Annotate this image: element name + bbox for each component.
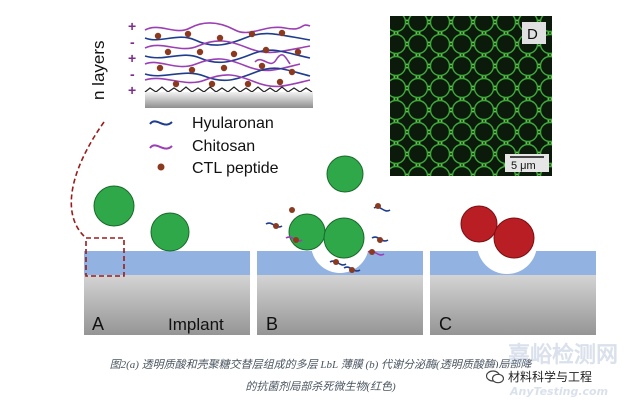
inset-substrate bbox=[145, 92, 313, 108]
micrograph-d: D 5 μm bbox=[390, 16, 552, 176]
panel-b-label: B bbox=[266, 314, 278, 334]
wechat-account-badge: 材料科学与工程 bbox=[484, 368, 595, 385]
ctl-dots bbox=[154, 29, 302, 88]
wechat-icon bbox=[486, 369, 504, 383]
caption-line-1: 图2(a) 透明质酸和壳聚糖交替层组成的多层 LbL 薄膜 (b) 代谢分泌酶(… bbox=[109, 359, 532, 371]
legend-ctl-label: CTL peptide bbox=[192, 160, 279, 177]
green-microbe bbox=[288, 213, 326, 251]
scale-bar-label: 5 μm bbox=[511, 160, 536, 172]
legend-hyaluronan-swatch bbox=[149, 120, 173, 126]
charge-sign: + bbox=[128, 18, 136, 34]
multilayer-inset: + - + - + n layers bbox=[89, 18, 313, 108]
watermark-main: 嘉峪检测网 bbox=[508, 343, 619, 368]
green-microbe bbox=[326, 155, 364, 193]
legend-chitosan-label: Chitosan bbox=[192, 138, 255, 155]
layers-label: n layers bbox=[89, 40, 108, 100]
zoom-connector bbox=[70, 121, 105, 239]
green-microbe bbox=[323, 217, 365, 259]
panel-c-label: C bbox=[439, 314, 452, 334]
panel-d-label: D bbox=[527, 26, 538, 43]
legend: Hyularonan Chitosan CTL peptide bbox=[149, 115, 279, 177]
legend-hyaluronan-label: Hyularonan bbox=[192, 115, 274, 132]
wechat-account-name: 材料科学与工程 bbox=[508, 370, 593, 384]
panel-b: B bbox=[257, 155, 423, 335]
charge-signs: + - + - + bbox=[128, 18, 136, 98]
panel-d-label-box bbox=[522, 22, 546, 44]
watermark-url: AnyTesting.com bbox=[510, 385, 609, 398]
panel-c: C bbox=[430, 205, 596, 335]
caption-line-2: 的抗菌剂局部杀死微生物(红色) bbox=[245, 381, 396, 393]
panel-a-coating bbox=[84, 251, 250, 275]
zoom-box bbox=[85, 237, 125, 277]
released-ctl-dots bbox=[273, 203, 383, 273]
charge-sign: - bbox=[130, 34, 135, 50]
charge-sign: + bbox=[128, 82, 136, 98]
implant-label: Implant bbox=[168, 315, 224, 334]
legend-chitosan-swatch bbox=[149, 144, 173, 150]
green-microbe bbox=[93, 185, 135, 227]
panel-a: A Implant bbox=[70, 121, 250, 335]
legend-ctl-swatch bbox=[157, 163, 165, 171]
red-microbe bbox=[493, 217, 535, 259]
layer-strands bbox=[144, 22, 311, 88]
scale-bar-box bbox=[505, 154, 549, 172]
panel-a-label: A bbox=[92, 314, 104, 334]
inset-substrate-surface bbox=[144, 86, 313, 93]
red-microbe bbox=[460, 205, 498, 243]
charge-sign: - bbox=[130, 66, 135, 82]
charge-sign: + bbox=[128, 50, 136, 66]
green-microbe bbox=[150, 212, 190, 252]
